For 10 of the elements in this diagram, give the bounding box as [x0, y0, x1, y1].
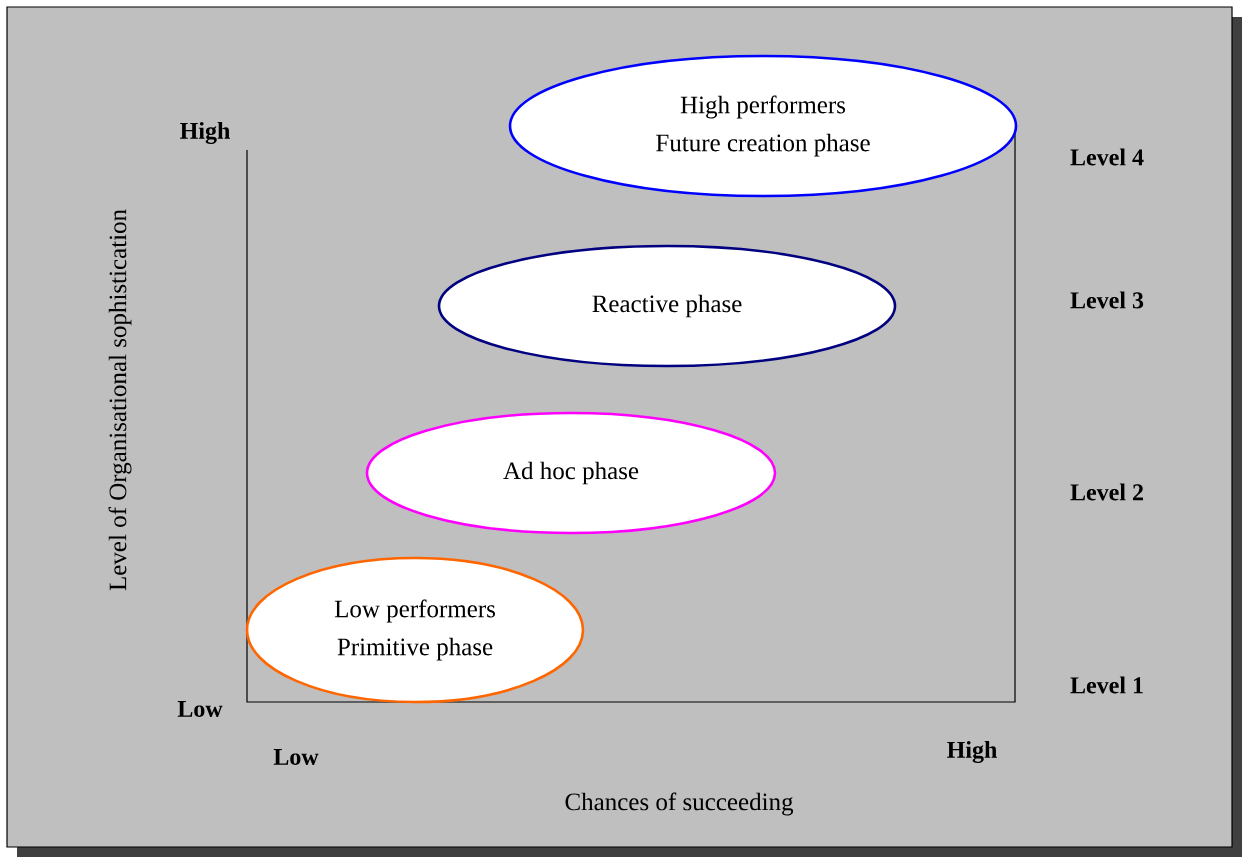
axis-end-label: Low — [273, 749, 319, 765]
axis-title: Level of Organisational sophistication — [108, 209, 132, 591]
axis-end-label: High — [947, 741, 997, 763]
level-label: Level 2 — [1070, 483, 1143, 501]
level-label: Level 1 — [1070, 676, 1143, 694]
axis-title: Chances of succeeding — [565, 792, 794, 816]
axis-end-label: Low — [177, 701, 223, 717]
level-label: Level 3 — [1070, 291, 1144, 309]
axis-end-label: High — [180, 122, 230, 144]
level-label: Level 4 — [1070, 148, 1144, 166]
